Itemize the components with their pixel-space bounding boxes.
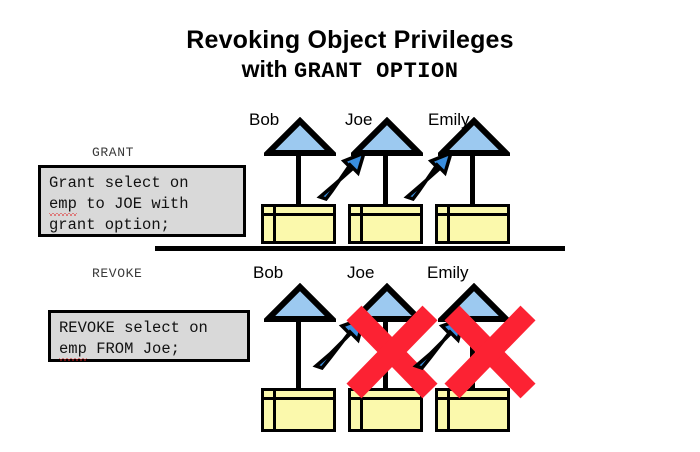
person-stem-bob-grant bbox=[296, 152, 301, 206]
table-header-divider bbox=[351, 397, 420, 400]
grant-arrow-icon bbox=[403, 150, 454, 201]
person-stem-emily-grant bbox=[470, 152, 475, 206]
grant-code-text: grant option; bbox=[49, 216, 170, 234]
revoke-code-misspelled-word: emp bbox=[59, 340, 87, 361]
table-column-divider bbox=[360, 391, 363, 429]
table-column-divider bbox=[273, 207, 276, 241]
grant-code-box: Grant select on emp to JOE with grant op… bbox=[38, 165, 246, 237]
person-stem-emily-revoke bbox=[470, 318, 475, 390]
person-name-joe-revoke: Joe bbox=[347, 263, 375, 282]
table-header-divider bbox=[264, 397, 333, 400]
table-column-divider bbox=[360, 207, 363, 241]
section-caption-grant: GRANT bbox=[92, 145, 135, 160]
database-table-icon bbox=[435, 388, 510, 432]
page-subtitle-keyword: GRANT OPTION bbox=[293, 59, 459, 84]
grant-code-line-2: emp to JOE with bbox=[49, 194, 235, 216]
table-column-divider bbox=[273, 391, 276, 429]
red-x-icon bbox=[444, 305, 536, 399]
table-header-divider bbox=[351, 213, 420, 216]
table-header-divider bbox=[264, 213, 333, 216]
table-column-divider bbox=[447, 391, 450, 429]
grant-code-misspelled-word: emp bbox=[49, 195, 77, 216]
database-table-icon bbox=[435, 204, 510, 244]
database-table-icon bbox=[261, 388, 336, 432]
person-name-emily-revoke: Emily bbox=[427, 263, 469, 282]
page-title: Revoking Object Privileges bbox=[186, 26, 514, 54]
grant-code-text: to JOE with bbox=[76, 195, 189, 213]
grant-code-line-3: grant option; bbox=[49, 215, 235, 236]
revoke-code-line-1: REVOKE select on bbox=[59, 318, 239, 339]
person-name-joe-grant: Joe bbox=[345, 110, 373, 129]
person-stem-joe-grant bbox=[383, 152, 388, 206]
person-name-bob-revoke: Bob bbox=[253, 263, 284, 282]
section-divider bbox=[155, 246, 565, 251]
page-subtitle: with GRANT OPTION bbox=[0, 56, 700, 84]
page-subtitle-prefix: with bbox=[241, 56, 294, 82]
revoke-code-text: FROM Joe; bbox=[86, 340, 180, 358]
table-header-divider bbox=[438, 213, 507, 216]
person-stem-bob-revoke bbox=[296, 318, 301, 390]
section-caption-revoke: REVOKE bbox=[92, 266, 143, 281]
revoke-code-text: REVOKE select on bbox=[59, 319, 208, 337]
grant-arrow-icon bbox=[316, 150, 367, 201]
database-table-icon bbox=[348, 204, 423, 244]
red-x-icon bbox=[346, 305, 438, 399]
database-table-icon bbox=[261, 204, 336, 244]
grant-code-line-1: Grant select on bbox=[49, 173, 235, 194]
table-header-divider bbox=[438, 397, 507, 400]
revoke-code-box: REVOKE select on emp FROM Joe; bbox=[48, 310, 250, 362]
person-name-emily-grant: Emily bbox=[428, 110, 470, 129]
person-name-bob-grant: Bob bbox=[249, 110, 280, 129]
table-column-divider bbox=[447, 207, 450, 241]
grant-code-text: Grant select on bbox=[49, 174, 189, 192]
revoke-code-line-2: emp FROM Joe; bbox=[59, 339, 239, 361]
